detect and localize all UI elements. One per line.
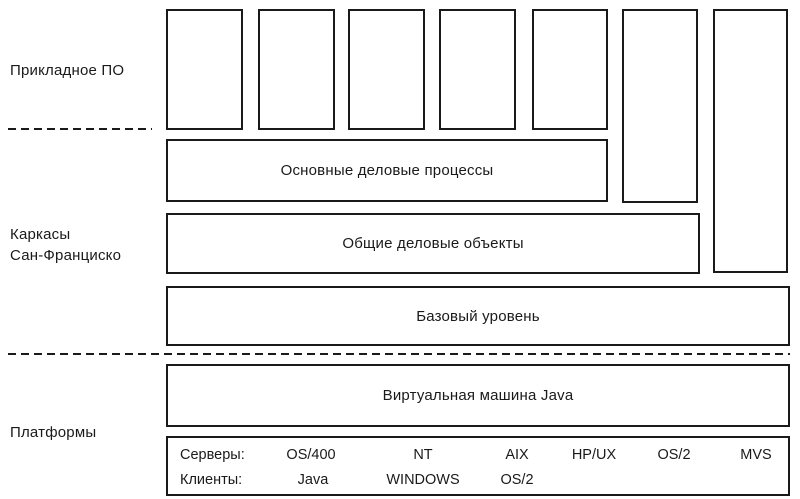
server-os400: OS/400 [286,447,336,463]
application-box [532,9,608,130]
application-box [348,9,425,130]
server-hpux: HP/UX [571,447,617,463]
application-box-tallest [713,9,788,273]
application-box-tall [622,9,698,203]
layer-label: Виртуальная машина Java [382,387,574,404]
layer-core-business-processes: Основные деловые процессы [166,139,608,202]
server-aix: AIX [505,447,529,463]
application-box [166,9,243,130]
client-os2: OS/2 [500,472,534,488]
platforms-list-box: Серверы: OS/400 NT AIX HP/UX OS/2 MVS Кл… [166,436,790,496]
section-label-frameworks-line2: Сан-Франциско [10,247,122,264]
server-os2: OS/2 [657,447,691,463]
separator-frameworks-platforms [8,353,790,355]
layer-base-level: Базовый уровень [166,286,790,346]
layer-label: Основные деловые процессы [280,162,494,179]
application-box [258,9,335,130]
servers-row-label: Серверы: [180,447,245,463]
server-mvs: MVS [740,447,772,463]
application-box [439,9,516,130]
server-nt: NT [413,447,433,463]
section-label-platforms: Платформы [10,424,97,441]
layer-label: Базовый уровень [416,307,540,325]
separator-applications-frameworks [8,128,152,130]
client-windows: WINDOWS [386,472,460,488]
layer-label: Общие деловые объекты [342,235,524,252]
layer-common-business-objects: Общие деловые объекты [166,213,700,274]
section-label-frameworks-line1: Каркасы [10,226,71,243]
layer-java-virtual-machine: Виртуальная машина Java [166,364,790,427]
clients-row-label: Клиенты: [180,472,243,488]
client-java: Java [297,472,329,488]
section-label-applications: Прикладное ПО [10,62,125,79]
